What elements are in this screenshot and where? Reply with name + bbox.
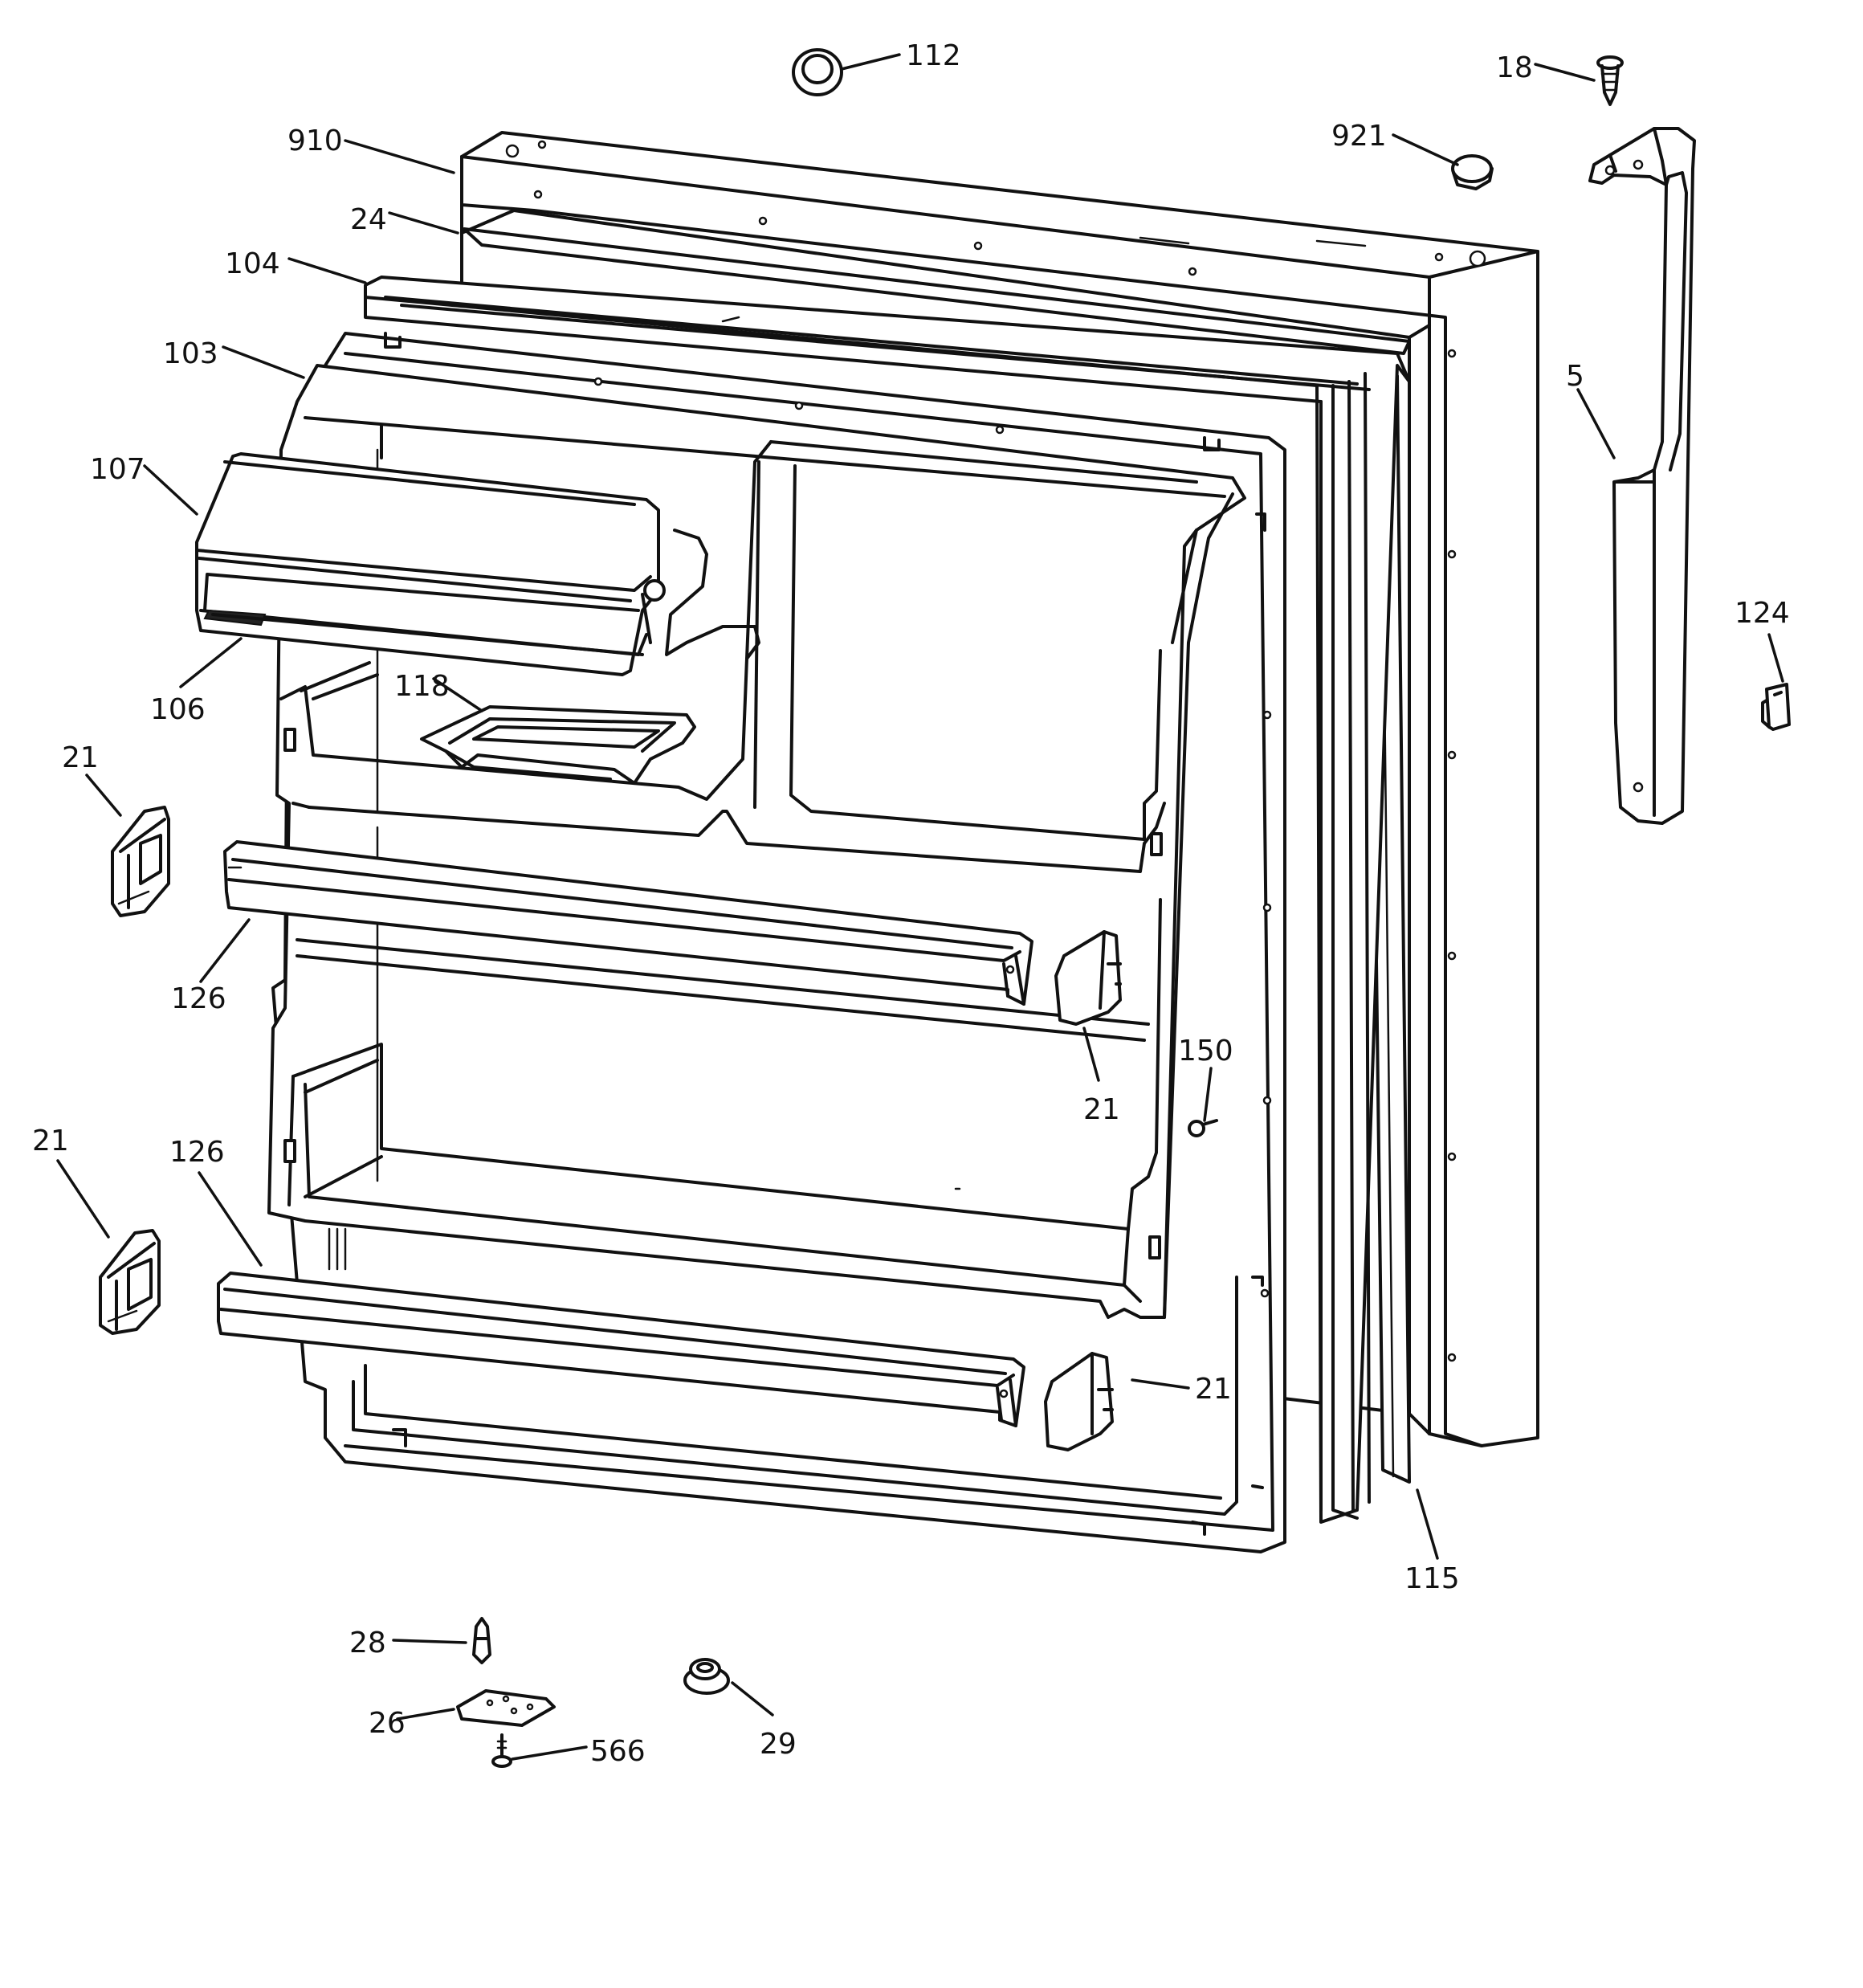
- upper-shelf-rail: [223, 840, 1033, 1006]
- door-handle: [1588, 127, 1696, 825]
- callout-21-upper-right: 21: [1083, 1093, 1120, 1126]
- dairy-door-bin: [195, 452, 666, 676]
- callout-115: 115: [1404, 1562, 1460, 1595]
- outer-door-panel: [460, 131, 1539, 1447]
- callout-150: 150: [1178, 1035, 1233, 1067]
- callout-24: 24: [350, 203, 387, 236]
- clip-124: [1761, 683, 1791, 731]
- screw-566: [491, 1733, 512, 1768]
- callout-21-upper-left: 21: [62, 741, 99, 774]
- callout-124: 124: [1735, 597, 1790, 630]
- screw: [1596, 55, 1624, 106]
- cap-921: [1451, 154, 1494, 190]
- shelf-support-lower-right: [1044, 1352, 1114, 1451]
- callout-126-upper: 126: [171, 982, 226, 1015]
- callout-112: 112: [906, 39, 961, 72]
- shelf-support-upper-right: [1054, 930, 1122, 1026]
- callout-21-lower-right: 21: [1195, 1373, 1232, 1406]
- door-gasket: [364, 276, 1411, 1524]
- egg-tray: [420, 705, 696, 785]
- callout-labels: 112 18 910 921 24 104 103 5 107 124 106 …: [32, 39, 1790, 1768]
- callout-107: 107: [90, 453, 145, 486]
- callout-28: 28: [349, 1627, 386, 1659]
- top-trim-strip: [463, 227, 1411, 355]
- callout-910: 910: [287, 125, 343, 157]
- callout-106: 106: [150, 693, 206, 726]
- callout-104: 104: [225, 247, 280, 280]
- callout-21-lower-left: 21: [32, 1125, 69, 1157]
- callout-29: 29: [760, 1728, 797, 1761]
- callout-103: 103: [163, 337, 218, 370]
- callout-921: 921: [1331, 120, 1387, 153]
- callout-18: 18: [1496, 51, 1533, 84]
- pin-28: [472, 1617, 491, 1664]
- callout-5: 5: [1566, 360, 1584, 393]
- grommet-29: [683, 1658, 730, 1695]
- callout-126-lower: 126: [169, 1136, 225, 1169]
- callout-566: 566: [590, 1735, 646, 1768]
- leader-lines: [56, 53, 1784, 1761]
- shelf-support-upper-left: [111, 806, 170, 917]
- shelf-support-lower-left: [99, 1229, 161, 1335]
- hinge-plate-26: [456, 1689, 556, 1727]
- inner-door-liner: [267, 316, 1246, 1319]
- screw-150: [1188, 1119, 1218, 1137]
- callout-118: 118: [394, 670, 450, 703]
- callout-26: 26: [369, 1707, 406, 1740]
- lower-shelf-rail: [217, 1272, 1025, 1427]
- plug-112: [792, 48, 843, 96]
